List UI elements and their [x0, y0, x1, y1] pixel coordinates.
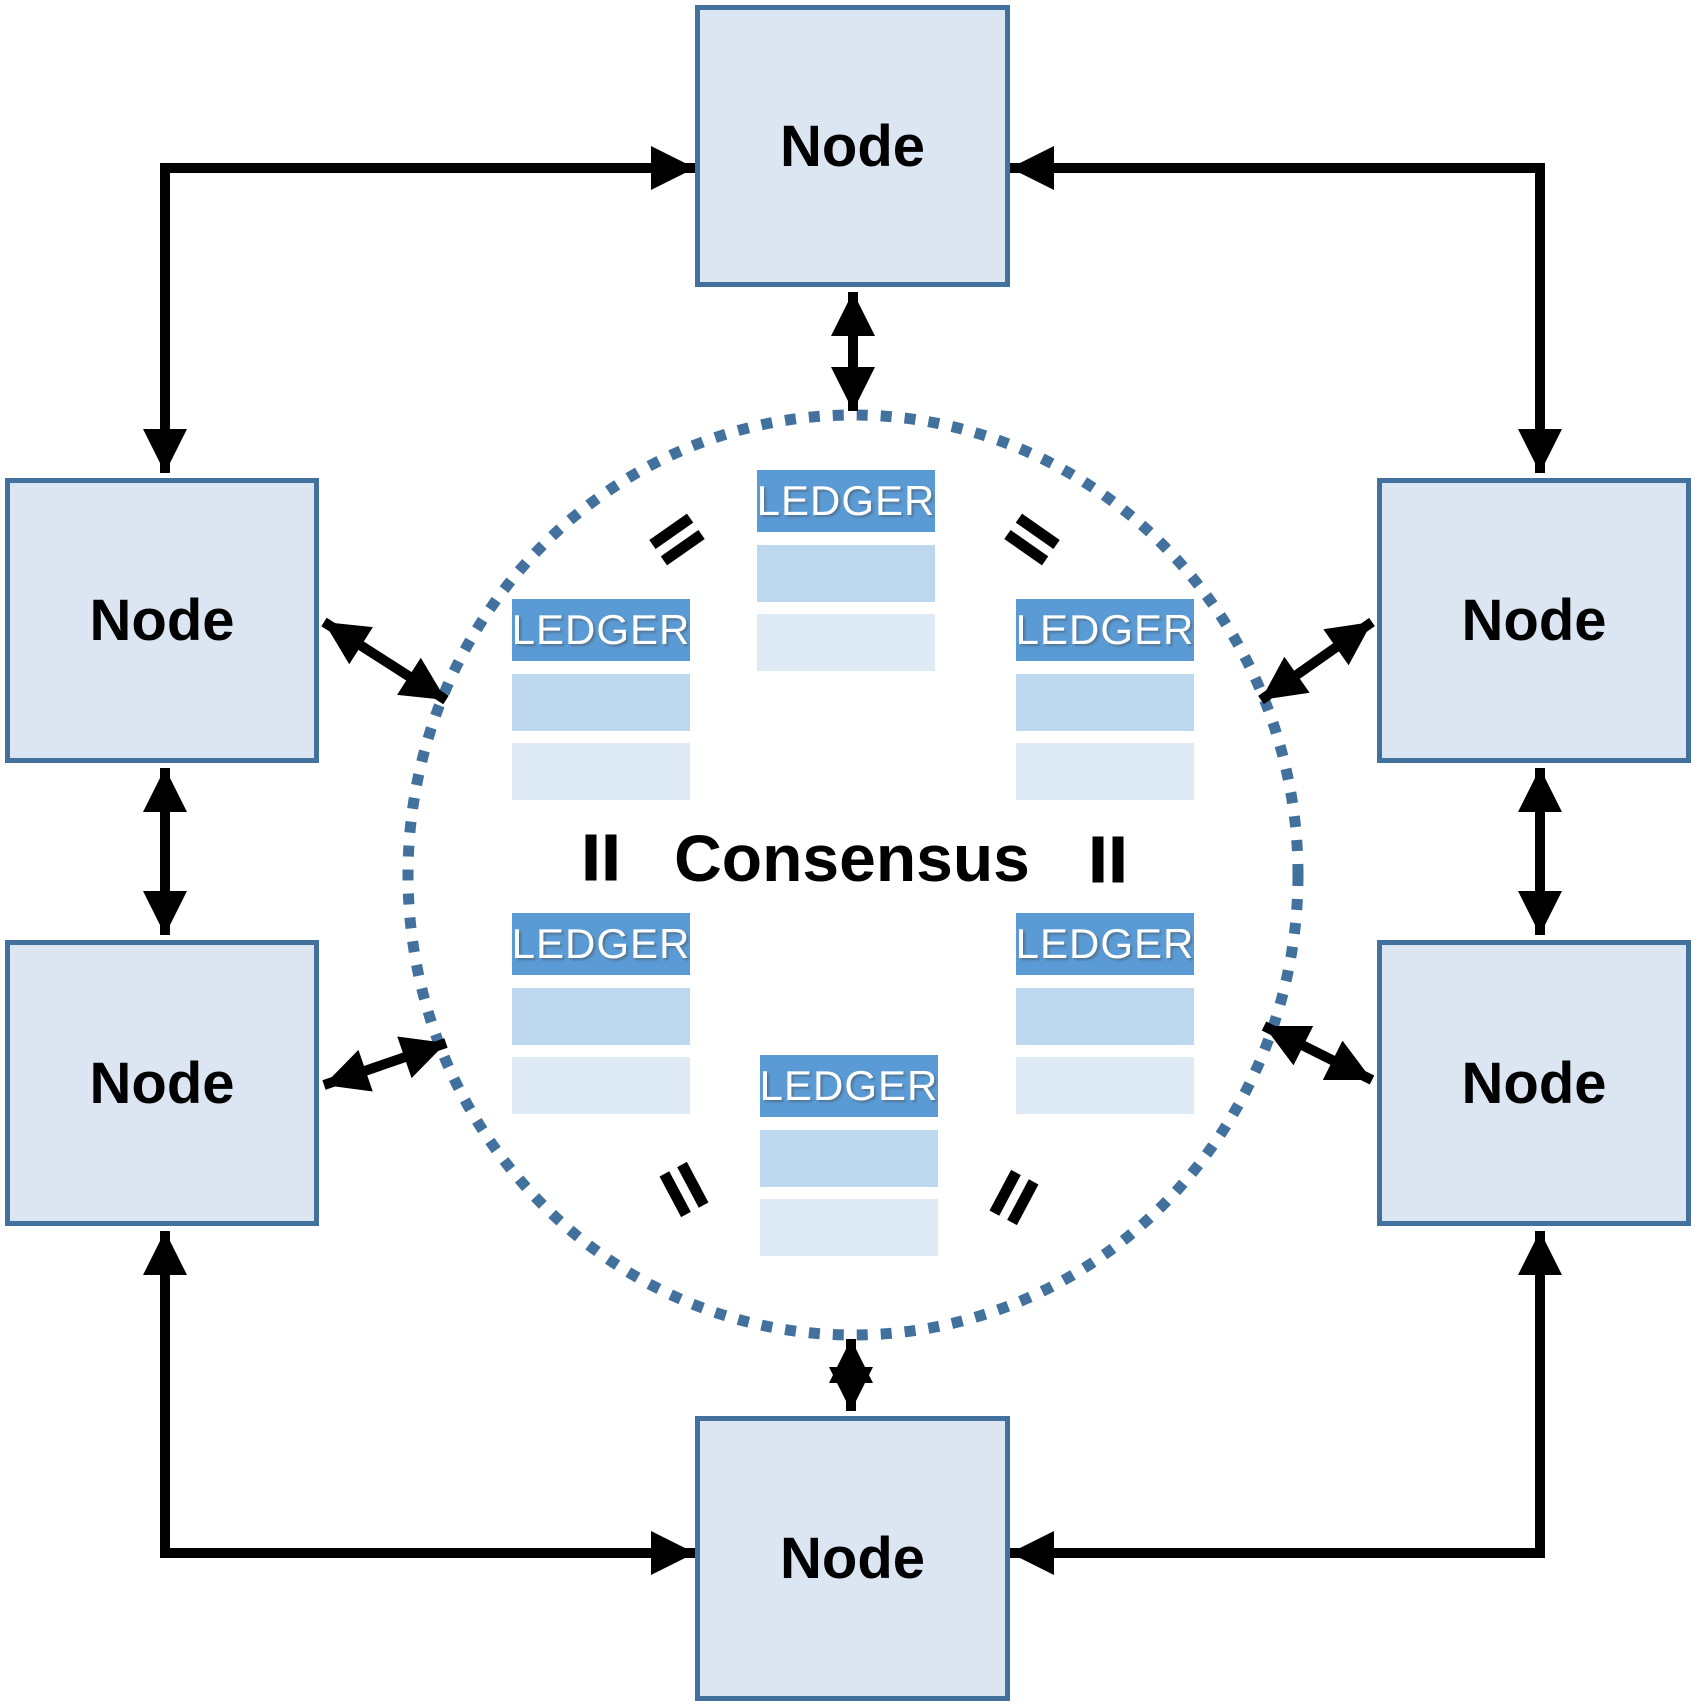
equals-bar [1092, 836, 1104, 883]
arrow-top-node-upper-right-node [1010, 146, 1562, 473]
arrow-lower-right-node-consensus [1261, 1021, 1375, 1085]
arrow-upper-right-node-consensus [1258, 617, 1375, 705]
arrow-top-node-upper-left-node [143, 146, 695, 473]
equals-bar [1112, 836, 1124, 883]
equals-icon [659, 1161, 709, 1218]
ledger-header: LEDGER [760, 1055, 938, 1117]
node-box-top: Node [695, 5, 1010, 287]
arrow-upper-left-node-consensus [321, 617, 449, 705]
ledger-stack-bottom-left: LEDGER [512, 913, 690, 1114]
ledger-row [757, 614, 935, 671]
ledger-stack-top: LEDGER [757, 470, 935, 671]
equals-icon [1092, 836, 1124, 883]
equals-icon [649, 513, 705, 566]
ledger-header: LEDGER [757, 470, 935, 532]
ledger-stack-middle-left: LEDGER [512, 599, 690, 800]
node-box-bottom: Node [695, 1416, 1010, 1701]
node-label: Node [89, 1050, 235, 1116]
ledger-row [760, 1199, 938, 1256]
ledger-row [1016, 743, 1194, 800]
ledger-row [1016, 1057, 1194, 1114]
ledger-row [512, 743, 690, 800]
ledger-row [512, 988, 690, 1045]
consensus-title: Consensus [674, 821, 1030, 895]
arrow-bottom-node-lower-right-node [1010, 1231, 1562, 1575]
ledger-header: LEDGER [512, 599, 690, 661]
arrow-lower-left-node-consensus [322, 1036, 448, 1092]
node-box-upper-left: Node [5, 478, 319, 763]
node-box-lower-right: Node [1377, 940, 1691, 1226]
ledger-row [512, 674, 690, 731]
ledger-header: LEDGER [1016, 913, 1194, 975]
node-label: Node [1461, 588, 1607, 653]
node-label: Node [780, 113, 925, 179]
ledger-row [1016, 988, 1194, 1045]
equals-bar [605, 834, 617, 881]
node-label: Node [1461, 1050, 1607, 1116]
ledger-row [760, 1130, 938, 1187]
node-label: Node [780, 1526, 925, 1591]
ledger-row [512, 1057, 690, 1114]
ledger-stack-bottom-center: LEDGER [760, 1055, 938, 1256]
node-label: Node [89, 588, 235, 653]
equals-bar [585, 834, 597, 881]
ledger-stack-bottom-right: LEDGER [1016, 913, 1194, 1114]
ledger-stack-middle-right: LEDGER [1016, 599, 1194, 800]
arrow-bottom-node-lower-left-node [143, 1231, 695, 1575]
equals-icon [585, 834, 617, 881]
equals-icon [1004, 513, 1060, 566]
ledger-row [757, 545, 935, 602]
ledger-header: LEDGER [1016, 599, 1194, 661]
ledger-header: LEDGER [512, 913, 690, 975]
ledger-row [1016, 674, 1194, 731]
node-box-lower-left: Node [5, 940, 319, 1226]
equals-icon [989, 1169, 1039, 1226]
node-box-upper-right: Node [1377, 478, 1691, 763]
